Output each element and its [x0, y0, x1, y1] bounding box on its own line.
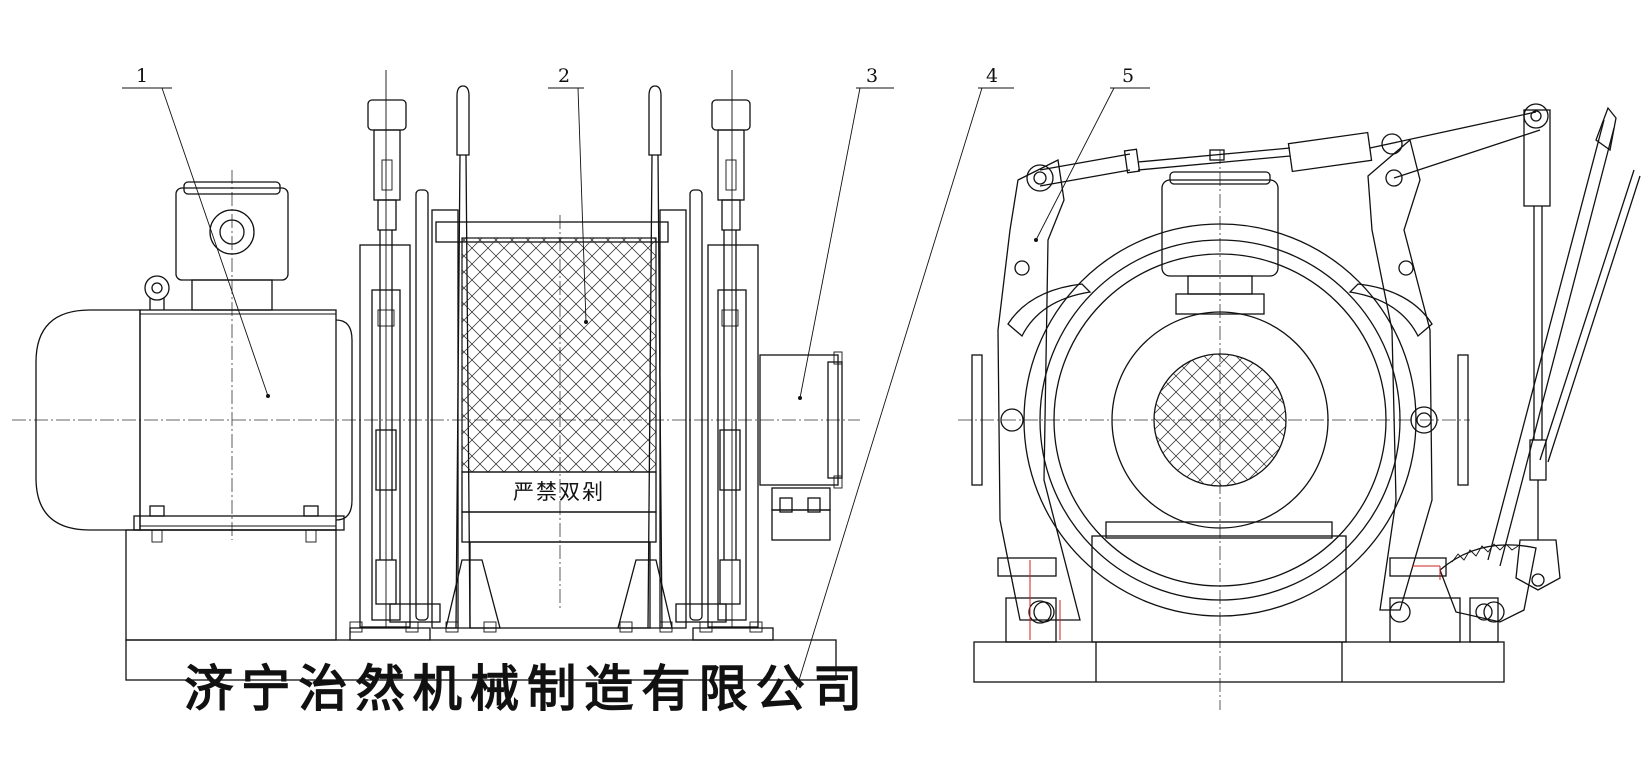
- left-brake-assembly: [359, 70, 471, 629]
- front-view: 严禁双剁: [12, 70, 860, 681]
- callout-label-2: 2: [558, 65, 570, 87]
- brake-drum: [1007, 223, 1433, 617]
- electric-motor: [35, 181, 353, 543]
- callout-label-3: 3: [866, 65, 878, 87]
- reducer-housing: [759, 351, 843, 541]
- base-frame: [125, 529, 837, 681]
- callout-label-4: 4: [986, 65, 998, 87]
- right-brake-assembly: [647, 70, 759, 629]
- hand-lever: [1439, 106, 1641, 623]
- callout-label-1: 1: [136, 65, 148, 87]
- top-housing: [1161, 171, 1279, 315]
- brake-arm-left: [971, 159, 1081, 624]
- callout-3: 3: [798, 65, 894, 400]
- side-base: [973, 521, 1505, 683]
- callout-1: 1: [122, 65, 270, 398]
- callout-4: 4: [795, 65, 1014, 691]
- callout-2: 2: [548, 65, 588, 324]
- callout-5: 5: [1034, 65, 1150, 242]
- tie-rod: [1039, 103, 1549, 187]
- callout-label-5: 5: [1122, 65, 1134, 87]
- side-brackets: [997, 557, 1499, 643]
- winch-drum: 严禁双剁: [435, 221, 673, 629]
- company-name: 济宁治然机械制造有限公司: [184, 660, 870, 718]
- side-view: [958, 103, 1641, 710]
- brake-arm-right: [1367, 133, 1469, 611]
- drum-warning-text: 严禁双剁: [513, 480, 605, 504]
- anchor-bolts: [349, 621, 763, 633]
